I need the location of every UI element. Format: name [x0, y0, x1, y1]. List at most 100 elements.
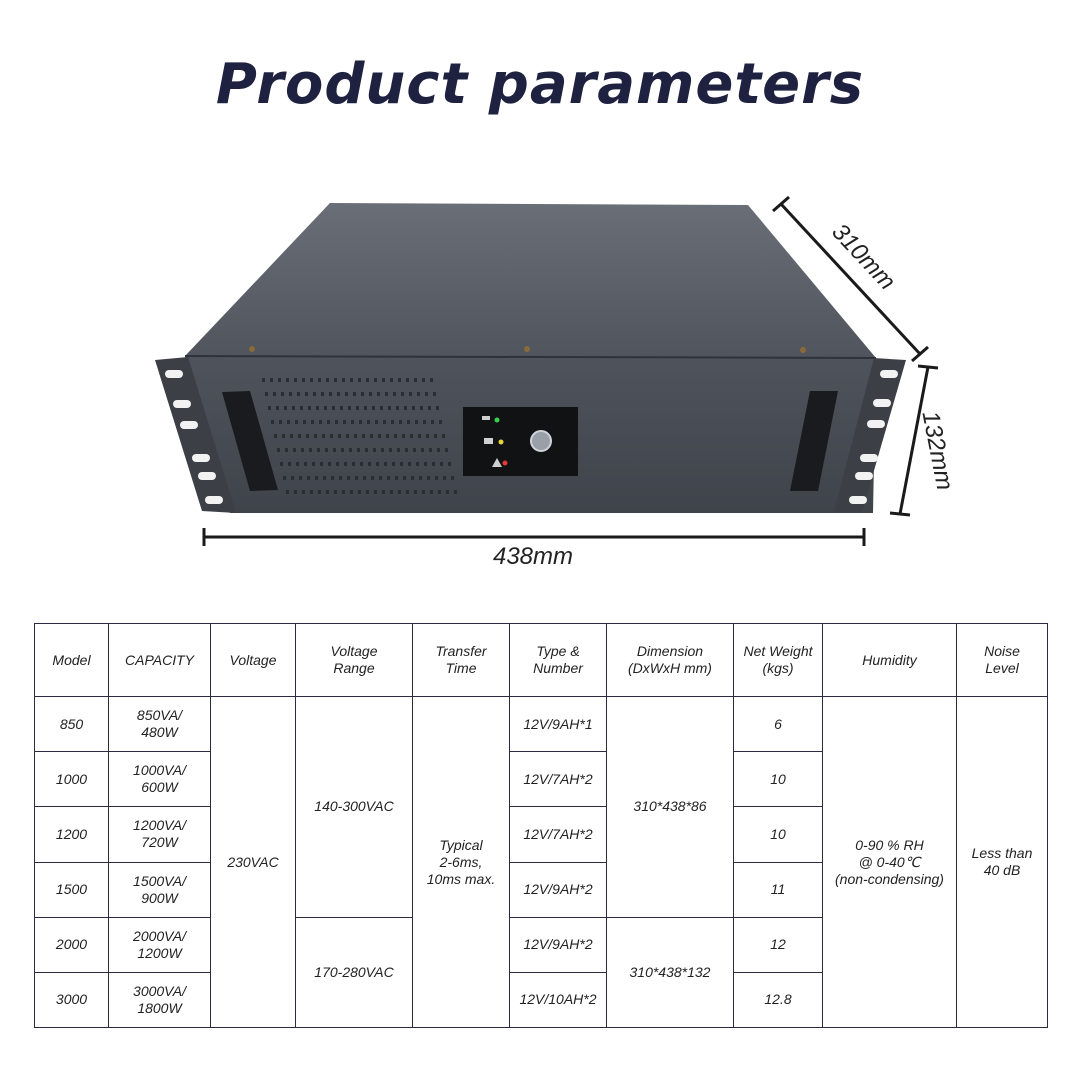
status-led-yellow: [498, 439, 504, 445]
vent-hole: [308, 406, 311, 410]
vent-hole: [352, 462, 355, 466]
left-handle: [222, 391, 278, 491]
vent-hole: [423, 420, 426, 424]
vent-hole: [426, 434, 429, 438]
header-voltage: Voltage: [210, 622, 296, 698]
vent-hole: [377, 392, 380, 396]
vent-hole: [325, 448, 328, 452]
vent-hole: [348, 406, 351, 410]
vent-hole: [367, 420, 370, 424]
capacity-cell: 1000VA/600W: [108, 751, 211, 808]
vent-hole: [347, 476, 350, 480]
vent-hole: [406, 378, 409, 382]
vent-hole: [356, 406, 359, 410]
capacity-cell: 850VA/480W: [108, 696, 211, 753]
vent-hole: [262, 378, 265, 382]
vent-hole: [372, 406, 375, 410]
vent-hole: [340, 406, 343, 410]
vent-hole: [296, 462, 299, 466]
vent-grille: [262, 378, 457, 494]
model-cell: 1000: [34, 751, 109, 808]
vent-hole: [276, 406, 279, 410]
width-dimension: [202, 528, 866, 546]
vent-hole: [414, 490, 417, 494]
header-dimension: Dimension(DxWxH mm): [606, 622, 734, 698]
vent-hole: [363, 476, 366, 480]
vent-hole: [312, 462, 315, 466]
vent-hole: [417, 392, 420, 396]
vent-hole: [366, 378, 369, 382]
dimension-cell: 310*438*132: [606, 916, 734, 1029]
vent-hole: [403, 476, 406, 480]
vent-hole: [358, 378, 361, 382]
vent-hole: [405, 448, 408, 452]
vent-hole: [278, 378, 281, 382]
vent-hole: [345, 392, 348, 396]
vent-hole: [424, 462, 427, 466]
vent-hole: [282, 434, 285, 438]
vent-hole: [334, 490, 337, 494]
vent-hole: [413, 448, 416, 452]
vent-hole: [334, 378, 337, 382]
vent-hole: [286, 378, 289, 382]
vent-hole: [322, 434, 325, 438]
table-row: 1200 1200VA/720W 12V/7AH*2 10: [34, 806, 1048, 863]
weight-cell: 12.8: [733, 971, 823, 1029]
left-ear-slots: [165, 370, 223, 504]
capacity-cell: 1200VA/720W: [108, 806, 211, 863]
vent-hole: [374, 378, 377, 382]
height-dimension: [889, 364, 939, 517]
vent-hole: [311, 420, 314, 424]
vent-hole: [430, 490, 433, 494]
vent-hole: [439, 420, 442, 424]
vent-hole: [430, 378, 433, 382]
vent-hole: [285, 448, 288, 452]
header-capacity: CAPACITY: [108, 622, 211, 698]
width-label: 438mm: [493, 543, 573, 570]
vent-hole: [361, 392, 364, 396]
vent-hole: [279, 420, 282, 424]
vent-hole: [330, 434, 333, 438]
vent-hole: [290, 434, 293, 438]
vent-hole: [273, 392, 276, 396]
vent-hole: [390, 490, 393, 494]
battery-cell: 12V/9AH*1: [509, 696, 607, 753]
vent-hole: [398, 378, 401, 382]
weight-cell: 10: [733, 751, 823, 808]
vent-hole: [294, 378, 297, 382]
right-handle: [790, 391, 838, 491]
vent-hole: [397, 448, 400, 452]
status-led-green: [494, 417, 500, 423]
weight-cell: 10: [733, 806, 823, 863]
vent-hole: [319, 420, 322, 424]
vent-hole: [407, 420, 410, 424]
vent-hole: [379, 476, 382, 480]
table-row: 850 850VA/480W 230VAC 140-300VAC Typical…: [34, 696, 1048, 1028]
vent-hole: [335, 420, 338, 424]
vent-hole: [451, 476, 454, 480]
screw: [249, 346, 255, 352]
vent-hole: [353, 392, 356, 396]
voltage-cell: 230VAC: [210, 696, 296, 1028]
vent-hole: [414, 378, 417, 382]
right-rack-ear: [834, 358, 906, 512]
right-ear-slots: [849, 370, 898, 504]
vent-hole: [349, 448, 352, 452]
voltage-range-cell: 140-300VAC: [295, 696, 413, 918]
vent-hole: [324, 406, 327, 410]
vent-hole: [375, 420, 378, 424]
page-title: Product parameters: [215, 52, 865, 117]
vent-hole: [381, 448, 384, 452]
vent-hole: [399, 420, 402, 424]
vent-hole: [299, 476, 302, 480]
vent-hole: [378, 434, 381, 438]
battery-cell: 12V/9AH*2: [509, 861, 607, 918]
vent-hole: [283, 476, 286, 480]
vent-hole: [277, 448, 280, 452]
ups-product-illustration: 310mm 132mm 438mm: [155, 195, 958, 570]
table-row: 3000 3000VA/1800W 12V/10AH*2 12.8: [34, 971, 1048, 1029]
vent-hole: [339, 476, 342, 480]
vent-hole: [354, 434, 357, 438]
vent-hole: [297, 392, 300, 396]
